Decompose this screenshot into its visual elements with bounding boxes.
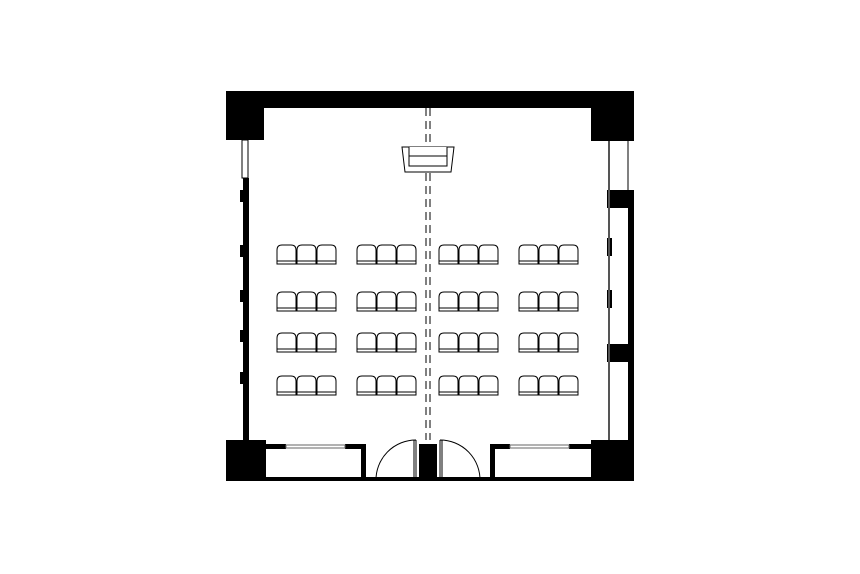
top-wall bbox=[226, 91, 634, 108]
seat bbox=[518, 332, 539, 353]
seat bbox=[478, 332, 499, 353]
seat bbox=[396, 244, 417, 265]
corner-top-left bbox=[226, 91, 264, 140]
seat bbox=[376, 375, 397, 396]
seat bbox=[538, 291, 559, 312]
bottom-window-left bbox=[285, 444, 346, 449]
seat bbox=[438, 375, 459, 396]
corner-top-right bbox=[591, 91, 634, 141]
seat bbox=[458, 332, 479, 353]
seat bbox=[518, 375, 539, 396]
bottom-window-right bbox=[509, 444, 570, 449]
seat bbox=[316, 244, 337, 265]
seat bbox=[296, 332, 317, 353]
seat bbox=[396, 332, 417, 353]
seat bbox=[276, 332, 297, 353]
seat bbox=[478, 291, 499, 312]
seat bbox=[356, 291, 377, 312]
seat bbox=[558, 291, 579, 312]
seat bbox=[558, 244, 579, 265]
door-right[interactable] bbox=[439, 439, 481, 482]
seat bbox=[438, 244, 459, 265]
seat bbox=[316, 375, 337, 396]
seat bbox=[376, 291, 397, 312]
double-door[interactable] bbox=[375, 439, 481, 482]
right-wall-outer bbox=[628, 190, 634, 442]
seat bbox=[458, 244, 479, 265]
seat bbox=[438, 332, 459, 353]
right-pillar-1 bbox=[607, 190, 634, 208]
seat bbox=[276, 291, 297, 312]
seat bbox=[458, 375, 479, 396]
seat bbox=[438, 291, 459, 312]
seat bbox=[356, 244, 377, 265]
seat bbox=[458, 291, 479, 312]
left-wall bbox=[243, 178, 249, 442]
corner-bottom-right bbox=[591, 440, 634, 481]
seating bbox=[276, 244, 579, 396]
seat bbox=[538, 244, 559, 265]
seat bbox=[518, 291, 539, 312]
walls bbox=[226, 91, 634, 481]
seat bbox=[356, 332, 377, 353]
corner-bottom-left bbox=[226, 440, 266, 481]
seat bbox=[396, 375, 417, 396]
seat bbox=[276, 244, 297, 265]
seat bbox=[396, 291, 417, 312]
seat bbox=[376, 244, 397, 265]
podium bbox=[401, 146, 455, 173]
center-pillar bbox=[419, 444, 437, 481]
right-pillar-2 bbox=[607, 344, 634, 362]
seat bbox=[316, 291, 337, 312]
seat bbox=[478, 244, 499, 265]
windows bbox=[241, 139, 629, 449]
seat bbox=[316, 332, 337, 353]
seat bbox=[276, 375, 297, 396]
seat bbox=[538, 375, 559, 396]
seat bbox=[296, 291, 317, 312]
seat bbox=[558, 332, 579, 353]
seat bbox=[296, 375, 317, 396]
seat bbox=[356, 375, 377, 396]
seat bbox=[518, 244, 539, 265]
seat bbox=[558, 375, 579, 396]
left-window bbox=[241, 139, 249, 179]
seat bbox=[296, 244, 317, 265]
seat bbox=[478, 375, 499, 396]
seat bbox=[376, 332, 397, 353]
door-left[interactable] bbox=[375, 439, 417, 482]
seat bbox=[538, 332, 559, 353]
